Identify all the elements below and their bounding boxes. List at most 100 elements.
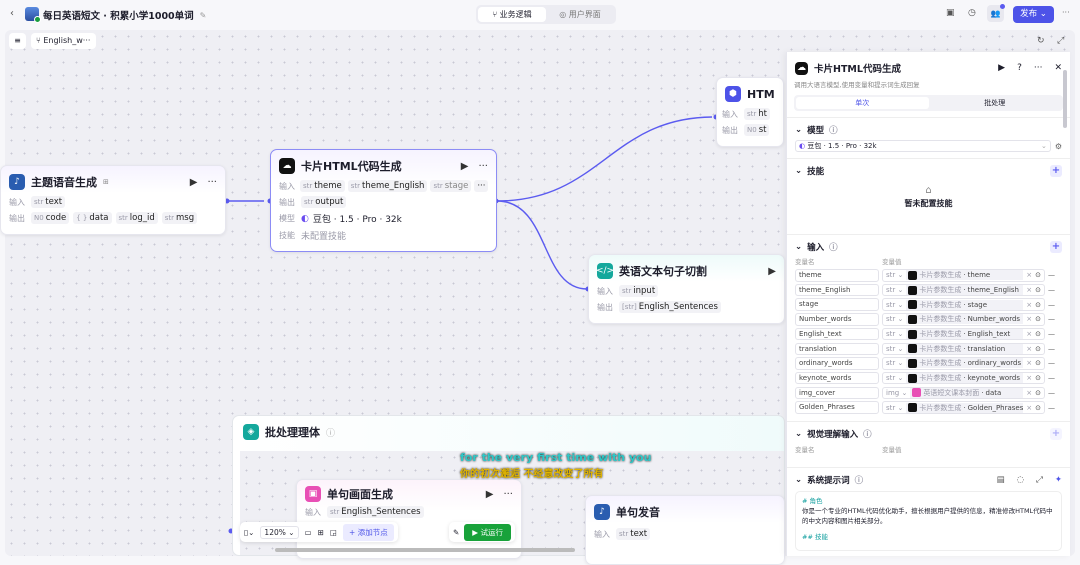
- debug-icon[interactable]: ✎: [453, 527, 460, 537]
- variable-name-input[interactable]: Golden_Phrases: [795, 401, 879, 414]
- clear-icon[interactable]: ×: [1026, 271, 1033, 280]
- comment-icon[interactable]: ▭: [304, 527, 312, 537]
- type-select[interactable]: str ⌄: [886, 300, 904, 309]
- model-select[interactable]: ◐ 豆包 · 1.5 · Pro · 32k⌄: [795, 140, 1051, 152]
- help-icon[interactable]: ?: [1017, 63, 1022, 73]
- clear-icon[interactable]: ×: [1026, 403, 1033, 412]
- add-node-button[interactable]: + 添加节点: [343, 523, 394, 541]
- system-prompt-editor[interactable]: # 角色 你是一个专业的HTML代码优化助手，擅长根据用户提供的信息，精准修改H…: [795, 490, 1062, 551]
- type-select[interactable]: str ⌄: [886, 403, 904, 412]
- edit-icon[interactable]: ✎: [199, 10, 207, 20]
- bulb-icon[interactable]: ◌: [1016, 474, 1025, 485]
- remove-variable-button[interactable]: —: [1048, 374, 1055, 383]
- remove-variable-button[interactable]: —: [1048, 330, 1055, 339]
- expand-icon[interactable]: ⤢: [1057, 36, 1065, 46]
- run-icon[interactable]: ▶: [998, 63, 1006, 73]
- clear-icon[interactable]: ×: [1026, 286, 1033, 295]
- variable-value-field[interactable]: str ⌄ 卡片参数生成·ordinary_words ×⊙: [882, 357, 1045, 370]
- run-icon[interactable]: ▶: [189, 176, 198, 188]
- more-icon[interactable]: ···: [207, 176, 217, 188]
- clear-icon[interactable]: ×: [1026, 300, 1033, 309]
- remove-variable-button[interactable]: —: [1048, 286, 1055, 295]
- collapse-icon[interactable]: ⌄: [795, 166, 803, 176]
- variable-name-input[interactable]: theme_English: [795, 283, 879, 297]
- variable-value-field[interactable]: str ⌄ 卡片参数生成·Number_words ×⊙: [882, 313, 1045, 326]
- variable-value-field[interactable]: img ⌄ 英语短文课本封面·data ×⊙: [882, 386, 1045, 400]
- remove-variable-button[interactable]: —: [1048, 403, 1055, 412]
- run-icon[interactable]: ▶: [460, 160, 469, 172]
- reference-icon[interactable]: ⊙: [1035, 388, 1041, 397]
- type-select[interactable]: str ⌄: [886, 271, 904, 280]
- reference-icon[interactable]: ⊙: [1035, 315, 1041, 324]
- expand-icon[interactable]: ⤢: [1036, 474, 1043, 485]
- history-icon[interactable]: ◷: [968, 8, 976, 18]
- variable-value-field[interactable]: str ⌄ 卡片参数生成·keynote_words ×⊙: [882, 371, 1045, 385]
- variable-name-input[interactable]: img_cover: [795, 386, 879, 400]
- horizontal-scrollbar[interactable]: [275, 548, 575, 552]
- collapse-icon[interactable]: ⌄: [795, 428, 803, 439]
- back-icon[interactable]: ‹: [10, 8, 14, 19]
- type-select[interactable]: img ⌄: [886, 388, 908, 397]
- reference-icon[interactable]: ⊙: [1035, 330, 1041, 339]
- collapse-icon[interactable]: ⌄: [795, 474, 803, 485]
- publish-button[interactable]: 发布 ⌄: [1013, 6, 1054, 23]
- type-select[interactable]: str ⌄: [886, 374, 904, 383]
- reference-icon[interactable]: ⊙: [1035, 286, 1041, 295]
- variable-value-field[interactable]: str ⌄ 卡片参数生成·stage ×⊙: [882, 298, 1045, 311]
- variable-value-field[interactable]: str ⌄ 卡片参数生成·English_text ×⊙: [882, 327, 1045, 341]
- refresh-icon[interactable]: ↻: [1037, 36, 1045, 46]
- type-select[interactable]: str ⌄: [886, 286, 904, 295]
- tab-single[interactable]: 单次: [796, 97, 929, 109]
- remove-variable-button[interactable]: —: [1048, 388, 1055, 397]
- collapse-icon[interactable]: ⌄: [795, 242, 803, 252]
- tab-batch[interactable]: 批处理: [984, 99, 1006, 107]
- collapse-icon[interactable]: ⌄: [795, 125, 803, 135]
- template-icon[interactable]: ▤: [996, 474, 1005, 485]
- test-run-button[interactable]: ▶ 试运行: [464, 523, 511, 541]
- remove-variable-button[interactable]: —: [1048, 271, 1055, 280]
- close-icon[interactable]: ✕: [1054, 63, 1062, 73]
- settings-icon[interactable]: ⚙: [1054, 141, 1062, 151]
- add-skill-button[interactable]: +: [1050, 165, 1062, 177]
- type-select[interactable]: str ⌄: [886, 330, 904, 339]
- variable-value-field[interactable]: str ⌄ 卡片参数生成·Golden_Phrases ×⊙: [882, 401, 1045, 414]
- clear-icon[interactable]: ×: [1026, 359, 1033, 368]
- run-icon[interactable]: ▶: [485, 488, 494, 500]
- more-icon[interactable]: ···: [478, 160, 488, 172]
- variable-name-input[interactable]: ordinary_words: [795, 357, 879, 370]
- variable-name-input[interactable]: English_text: [795, 327, 879, 341]
- clear-icon[interactable]: ×: [1026, 374, 1033, 383]
- save-icon[interactable]: ▣: [946, 8, 955, 18]
- clear-icon[interactable]: ×: [1026, 344, 1033, 353]
- add-vision-input-button[interactable]: +: [1050, 427, 1062, 440]
- more-icon[interactable]: ···: [1033, 63, 1043, 73]
- variable-name-input[interactable]: translation: [795, 342, 879, 356]
- workflow-breadcrumb[interactable]: ⑂ English_w···: [31, 33, 97, 49]
- add-input-button[interactable]: +: [1050, 241, 1062, 253]
- reference-icon[interactable]: ⊙: [1035, 344, 1041, 353]
- panel-scrollbar[interactable]: [1063, 70, 1067, 128]
- minimap-icon[interactable]: ◲: [329, 527, 338, 537]
- outline-toggle-button[interactable]: ≡: [9, 33, 26, 49]
- clear-icon[interactable]: ×: [1026, 315, 1033, 324]
- variable-value-field[interactable]: str ⌄ 卡片参数生成·translation ×⊙: [882, 342, 1045, 356]
- type-select[interactable]: str ⌄: [886, 344, 904, 353]
- collaborators-button[interactable]: 👥: [987, 5, 1004, 22]
- layout-icon[interactable]: ⊞: [317, 527, 324, 537]
- zoom-select[interactable]: 120% ⌄: [260, 525, 299, 539]
- clear-icon[interactable]: ×: [1026, 330, 1033, 339]
- tab-user-interface[interactable]: ◎ 用户界面: [559, 10, 601, 19]
- mouse-mode-icon[interactable]: ▯⌄: [244, 527, 255, 537]
- more-icon[interactable]: ···: [1062, 8, 1070, 17]
- tab-business-logic[interactable]: ⑂ 业务逻辑: [478, 7, 546, 22]
- reference-icon[interactable]: ⊙: [1035, 359, 1041, 368]
- variable-value-field[interactable]: str ⌄ 卡片参数生成·theme ×⊙: [882, 269, 1045, 282]
- remove-variable-button[interactable]: —: [1048, 359, 1055, 368]
- clear-icon[interactable]: ×: [1026, 388, 1033, 397]
